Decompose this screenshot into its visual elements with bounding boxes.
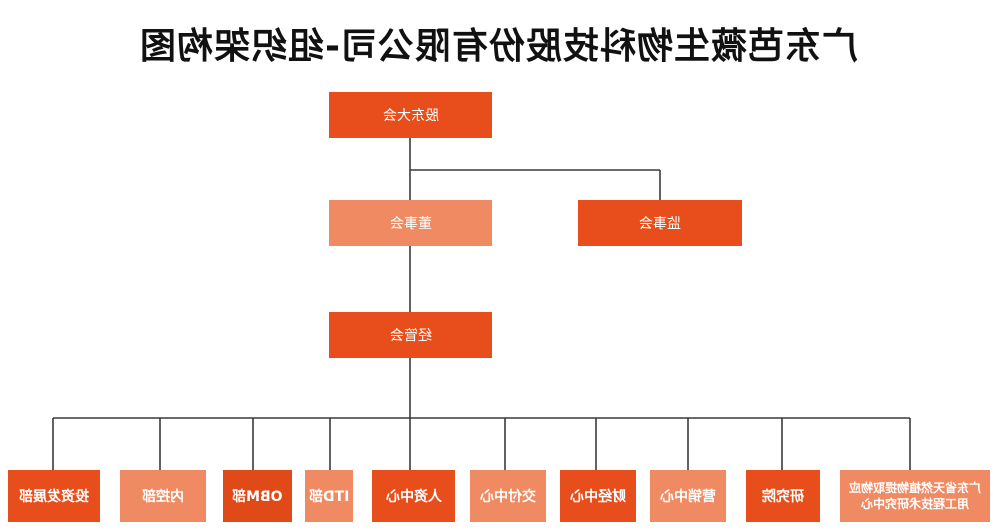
dept-label: 投资发展部 xyxy=(19,489,89,505)
dept-label: 广东省天然植物提取物应 用工程技术研究中心 xyxy=(849,480,981,512)
dept-label: 营销中心 xyxy=(660,489,716,505)
node-shareholders-meeting: 股东大会 xyxy=(329,92,492,138)
dept-label: 研究院 xyxy=(762,489,804,505)
dept-engineering-research-center: 广东省天然植物提取物应 用工程技术研究中心 xyxy=(840,470,990,522)
dept-human-resources-center: 人资中心 xyxy=(372,470,455,522)
dept-investment-development: 投资发展部 xyxy=(8,470,100,522)
dept-itd: ITD部 xyxy=(305,470,353,522)
dept-label: 内控部 xyxy=(142,489,184,505)
dept-label-line-1: 广东省天然植物提取物应 xyxy=(848,481,981,495)
node-label: 股东大会 xyxy=(382,108,439,124)
dept-label: 财经中心 xyxy=(570,489,626,505)
node-management-committee: 经管会 xyxy=(329,312,492,358)
node-label: 董事会 xyxy=(389,216,432,232)
dept-finance-center: 财经中心 xyxy=(560,470,636,522)
dept-internal-control: 内控部 xyxy=(120,470,206,522)
node-label: 监事会 xyxy=(639,216,681,232)
dept-marketing-center: 营销中心 xyxy=(650,470,726,522)
node-board-of-supervisors: 监事会 xyxy=(578,200,742,246)
dept-label-line-2: 用工程技术研究中心 xyxy=(860,497,969,511)
dept-label: 人资中心 xyxy=(385,489,442,505)
dept-research-institute: 研究院 xyxy=(746,470,820,522)
dept-obm: OBM部 xyxy=(223,470,292,522)
node-label: 经管会 xyxy=(389,328,432,344)
dept-delivery-center: 交付中心 xyxy=(470,470,546,522)
dept-label: 交付中心 xyxy=(480,489,536,505)
node-board-of-directors: 董事会 xyxy=(329,200,492,246)
dept-label: OBM部 xyxy=(232,489,283,505)
dept-label: ITD部 xyxy=(308,489,350,505)
